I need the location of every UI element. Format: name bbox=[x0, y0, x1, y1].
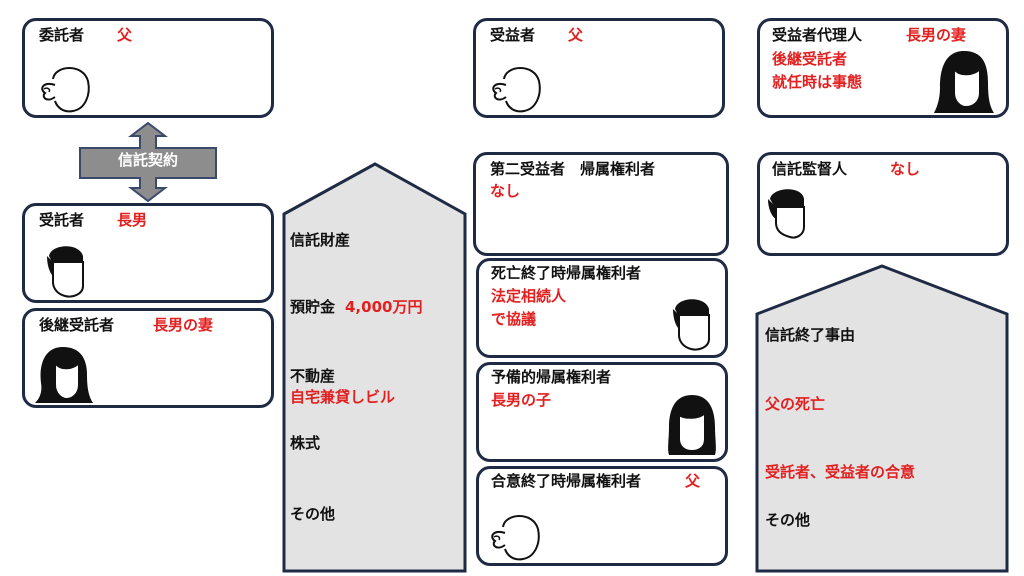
agreement-holder-role: 合意終了時帰属権利者 bbox=[491, 472, 642, 490]
supervisor-name: なし bbox=[890, 160, 921, 178]
trust-property-title: 信託財産 bbox=[290, 231, 351, 249]
death-holder-line1: 法定相続人 bbox=[491, 287, 567, 305]
beneficiary-card: 受益者 父 bbox=[473, 18, 725, 118]
agent-line3: 就任時は事態 bbox=[772, 73, 863, 91]
termination-house bbox=[755, 264, 1009, 573]
successor-trustee-role: 後継受託者 bbox=[39, 316, 115, 334]
successor-trustee-card: 後継受託者 長男の妻 bbox=[22, 308, 274, 408]
trustee-name: 長男 bbox=[117, 211, 148, 229]
supervisor-role: 信託監督人 bbox=[772, 160, 848, 178]
agent-card: 受益者代理人 長男の妻 後継受託者 就任時は事態 bbox=[757, 18, 1009, 118]
second-beneficiary-name: なし bbox=[490, 182, 521, 200]
trustee-role: 受託者 bbox=[39, 211, 85, 229]
termination-reason-3: その他 bbox=[765, 511, 811, 529]
elderly-head-icon bbox=[492, 67, 541, 113]
agreement-holder-name: 父 bbox=[685, 472, 701, 490]
elderly-head-icon bbox=[491, 515, 540, 561]
other-property-label: その他 bbox=[290, 505, 336, 523]
death-holder-role: 死亡終了時帰属権利者 bbox=[491, 264, 642, 282]
second-beneficiary-card: 第二受益者 帰属権利者 なし bbox=[473, 152, 729, 256]
supervisor-card: 信託監督人 なし bbox=[757, 152, 1009, 256]
agent-name: 長男の妻 bbox=[906, 26, 967, 44]
termination-title: 信託終了事由 bbox=[765, 326, 856, 344]
beneficiary-name: 父 bbox=[568, 26, 584, 44]
trust-property-house bbox=[282, 162, 467, 573]
death-holder-line2: で協議 bbox=[491, 310, 537, 328]
reserve-holder-card: 予備的帰属権利者 長男の子 bbox=[476, 362, 728, 462]
deposit-amount: 4,000万円 bbox=[345, 298, 423, 316]
settlor-card: 委託者 父 bbox=[22, 18, 274, 118]
beneficiary-role: 受益者 bbox=[490, 26, 536, 44]
real-estate-label: 不動産 bbox=[290, 367, 336, 385]
contract-label: 信託契約 bbox=[117, 151, 178, 169]
second-beneficiary-role: 第二受益者 帰属権利者 bbox=[490, 160, 656, 178]
settlor-role: 委託者 bbox=[39, 26, 85, 44]
woman-head-icon bbox=[934, 51, 994, 113]
termination-reason-2: 受託者、受益者の合意 bbox=[765, 463, 916, 481]
termination-reason-1: 父の死亡 bbox=[765, 395, 826, 413]
elderly-head-icon bbox=[41, 67, 90, 113]
stock-label: 株式 bbox=[290, 434, 321, 452]
woman-head-icon bbox=[35, 347, 93, 403]
agent-line2: 後継受託者 bbox=[772, 50, 848, 68]
successor-trustee-name: 長男の妻 bbox=[153, 316, 214, 334]
man-head-icon bbox=[673, 299, 710, 351]
man-head-icon bbox=[47, 246, 84, 298]
contract-arrow bbox=[79, 122, 217, 202]
girl-head-icon bbox=[668, 395, 716, 455]
reserve-holder-name: 長男の子 bbox=[491, 391, 552, 409]
trustee-card: 受託者 長男 bbox=[22, 203, 274, 303]
agent-role: 受益者代理人 bbox=[772, 26, 863, 44]
man-head-icon bbox=[768, 189, 805, 239]
settlor-name: 父 bbox=[117, 26, 133, 44]
death-holder-card: 死亡終了時帰属権利者 法定相続人 で協議 bbox=[476, 258, 728, 358]
real-estate-detail: 自宅兼貸しビル bbox=[290, 388, 396, 406]
deposit-label: 預貯金 bbox=[290, 298, 336, 316]
reserve-holder-role: 予備的帰属権利者 bbox=[491, 368, 612, 386]
agreement-holder-card: 合意終了時帰属権利者 父 bbox=[476, 466, 728, 566]
